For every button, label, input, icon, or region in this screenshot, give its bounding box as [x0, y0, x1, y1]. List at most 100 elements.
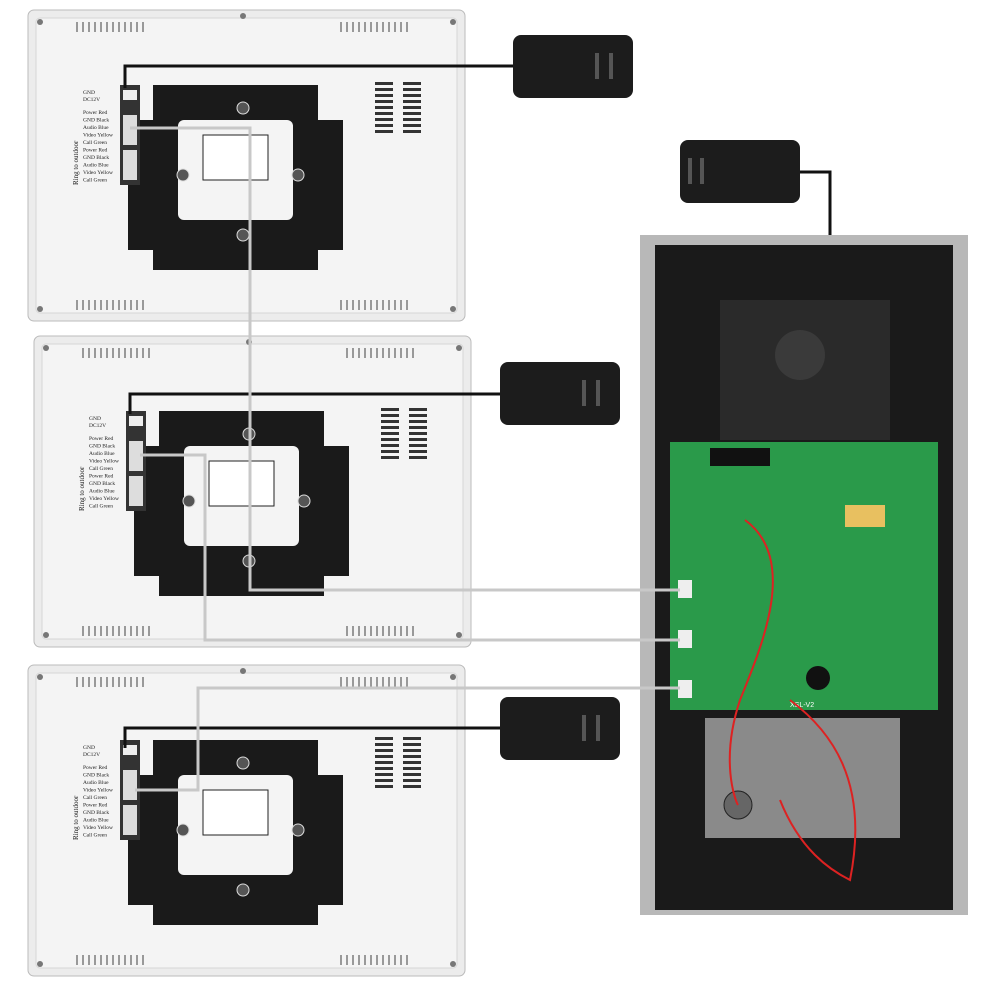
mount-hole [176, 823, 190, 837]
vent-slot [406, 677, 408, 687]
vent-slot [406, 955, 408, 965]
speaker-grille [381, 450, 399, 453]
label-dc12v: DC12V [83, 752, 100, 758]
speaker-grille [375, 737, 393, 740]
pin-label: Power Red [83, 110, 108, 116]
mount-hole [291, 823, 305, 837]
vent-slot [118, 677, 120, 687]
vent-slot [412, 626, 414, 636]
vent-slot [88, 348, 90, 358]
speaker-grille [381, 408, 399, 411]
bracket-inner [202, 134, 269, 181]
vent-slot [352, 300, 354, 310]
vent-slot [394, 677, 396, 687]
pin-label: Call Green [83, 178, 107, 184]
plug-prong [596, 380, 600, 406]
speaker-grille [409, 450, 427, 453]
vent-slot [388, 300, 390, 310]
vent-slot [82, 677, 84, 687]
mount-hole [236, 756, 250, 770]
vent-slot [130, 955, 132, 965]
vent-slot [106, 955, 108, 965]
vent-slot [406, 348, 408, 358]
vent-slot [94, 300, 96, 310]
vent-slot [118, 955, 120, 965]
power-adapter-3 [500, 362, 620, 425]
vent-slot [94, 22, 96, 32]
plug-prong [582, 715, 586, 741]
pin-label: Power Red [83, 148, 108, 154]
vent-slot [112, 348, 114, 358]
adapter-body [513, 35, 633, 98]
speaker-grille [375, 100, 393, 103]
pin-label: Power Red [89, 436, 114, 442]
pin-label: Audio Blue [83, 163, 109, 169]
vent-slot [100, 626, 102, 636]
power-wire-1 [123, 64, 513, 88]
speaker-grille [403, 755, 421, 758]
vent-slot [124, 348, 126, 358]
vent-slot [394, 626, 396, 636]
mount-hole [176, 168, 190, 182]
vent-slot [382, 955, 384, 965]
pin-label: Audio Blue [89, 451, 115, 457]
label-gnd: GND [83, 745, 95, 751]
vent-slot [364, 22, 366, 32]
screw-icon [450, 19, 456, 25]
vent-slot [148, 626, 150, 636]
speaker-grille [375, 779, 393, 782]
vent-slot [106, 348, 108, 358]
vent-slot [412, 348, 414, 358]
speaker-grille [381, 438, 399, 441]
speaker-grille [409, 438, 427, 441]
plug-prong [596, 715, 600, 741]
speaker-grille [403, 773, 421, 776]
outdoor-unit: XSL-V2 [640, 235, 968, 915]
plug-prong [700, 158, 704, 184]
vent-slot [118, 22, 120, 32]
vent-slot [130, 348, 132, 358]
vent-slot [346, 22, 348, 32]
vent-slot [382, 348, 384, 358]
board-label: XSL-V2 [790, 702, 814, 709]
speaker-grille [375, 749, 393, 752]
label-gnd: GND [83, 90, 95, 96]
power-connector [129, 416, 143, 426]
vent-slot [346, 348, 348, 358]
speaker-grille [381, 432, 399, 435]
vent-slot [100, 348, 102, 358]
vent-slot [124, 677, 126, 687]
screw-icon [456, 632, 462, 638]
speaker-grille [409, 420, 427, 423]
speaker-grille [375, 767, 393, 770]
vent-slot [136, 626, 138, 636]
mount-hole [291, 168, 305, 182]
speaker-grille [381, 414, 399, 417]
speaker-grille [375, 773, 393, 776]
speaker-grille [375, 106, 393, 109]
pin-label: Call Green [83, 833, 107, 839]
vent-slot [106, 22, 108, 32]
vent-slot [346, 677, 348, 687]
screw-icon [456, 345, 462, 351]
vent-slot [400, 626, 402, 636]
vent-slot [382, 300, 384, 310]
vent-slot [346, 300, 348, 310]
vent-slot [388, 677, 390, 687]
speaker-grille [409, 408, 427, 411]
terminal-1 [678, 580, 692, 598]
signal-wire-monitor-1 [130, 126, 680, 592]
speaker-grille [381, 444, 399, 447]
vent-slot [388, 22, 390, 32]
pin-label: Audio Blue [83, 780, 109, 786]
vent-slot [88, 955, 90, 965]
buzzer [806, 666, 830, 690]
screw-icon [43, 345, 49, 351]
power-adapter-4 [500, 697, 620, 760]
vent-slot [100, 300, 102, 310]
vent-slot [94, 677, 96, 687]
mount-hole [182, 494, 196, 508]
